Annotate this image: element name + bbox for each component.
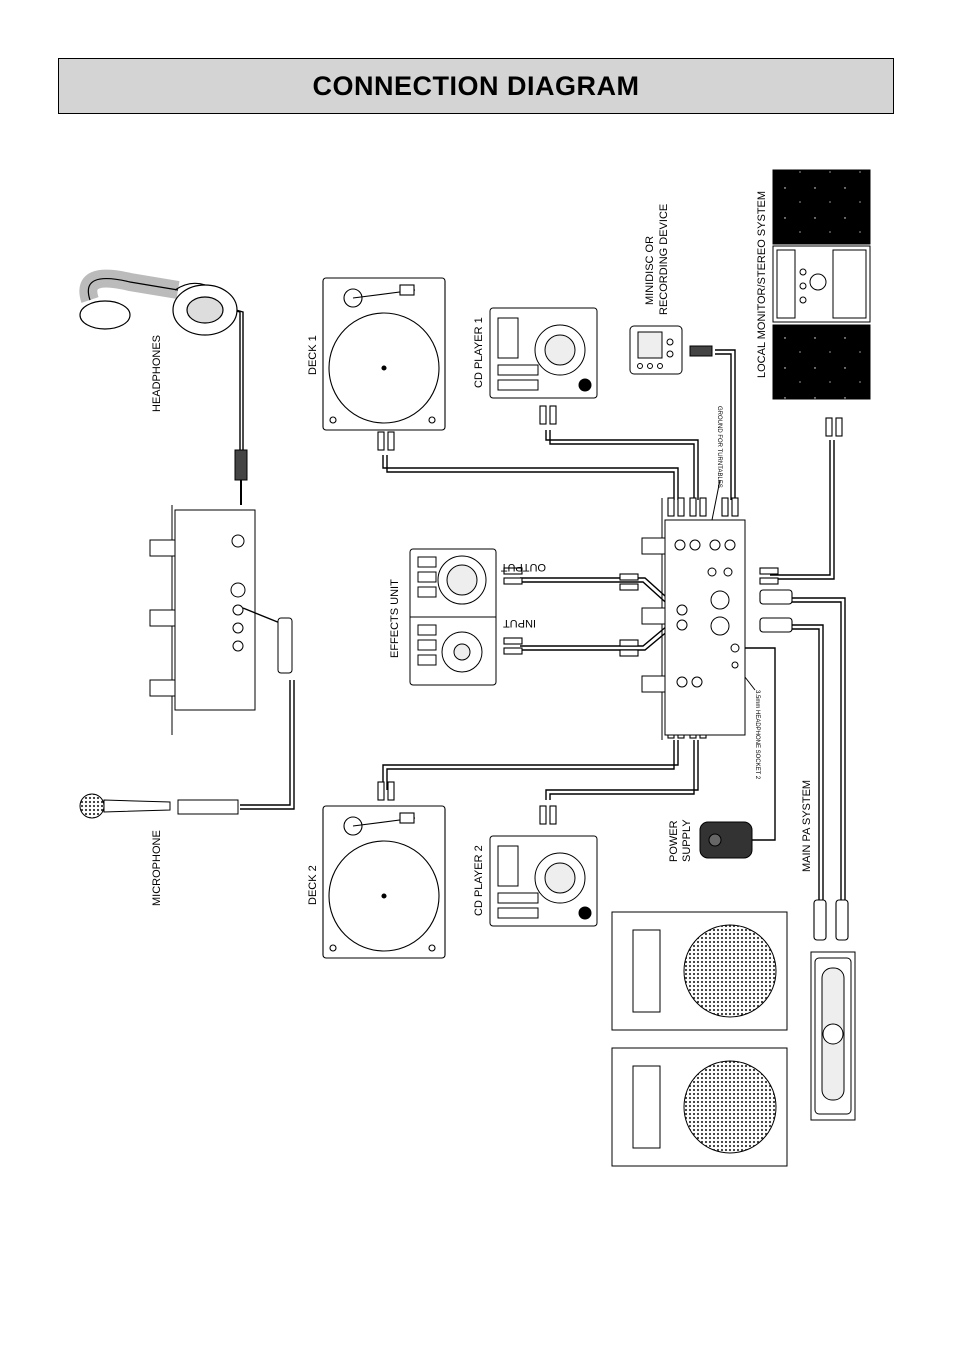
deck2-turntable [322, 805, 446, 959]
xlr-plugs [759, 589, 849, 941]
label-main-pa: MAIN PA SYSTEM [801, 780, 813, 872]
label-ground: GROUND FOR TURNTABLES [716, 406, 722, 488]
label-minidisc-line2: RECORDING DEVICE [658, 204, 670, 315]
mic-panel [149, 505, 293, 735]
amplifier-image [810, 951, 856, 1121]
speaker-lower [611, 1047, 788, 1167]
label-deck2: DECK 2 [307, 865, 319, 905]
label-power-line2: SUPPLY [681, 819, 693, 862]
headphones-image [79, 269, 238, 336]
cd-player2-image [489, 835, 598, 927]
label-effects-unit: EFFECTS UNIT [389, 579, 401, 658]
microphone-image [79, 793, 239, 819]
label-cd-player2: CD PLAYER 2 [473, 845, 485, 916]
label-cd-player1: CD PLAYER 1 [473, 317, 485, 388]
label-microphone: MICROPHONE [151, 830, 163, 906]
label-headphone-socket: 3.5mm HEADPHONE SOCKET 2 [754, 690, 760, 780]
cables [231, 309, 846, 900]
speaker-upper [611, 911, 788, 1031]
label-input: INPUT [503, 617, 536, 629]
label-headphones: HEADPHONES [151, 335, 163, 412]
page-title: CONNECTION DIAGRAM [312, 70, 640, 101]
title-box: CONNECTION DIAGRAM [58, 58, 894, 114]
label-minidisc-line1: MINIDISC OR [644, 236, 656, 305]
power-supply-image [699, 821, 753, 859]
label-power-line1: POWER [668, 820, 680, 862]
label-deck1: DECK 1 [307, 335, 319, 375]
deck1-turntable [322, 277, 446, 431]
headphone-jack [234, 449, 248, 481]
label-local-monitor: LOCAL MONITOR/STEREO SYSTEM [756, 191, 768, 378]
minidisc-image [629, 325, 713, 375]
label-output: OUTPUT [501, 561, 547, 573]
stereo-system-image [772, 169, 871, 400]
effects-unit-image [409, 548, 497, 686]
mixer-rear-panel [641, 498, 746, 740]
cd-player1-image [489, 307, 598, 399]
